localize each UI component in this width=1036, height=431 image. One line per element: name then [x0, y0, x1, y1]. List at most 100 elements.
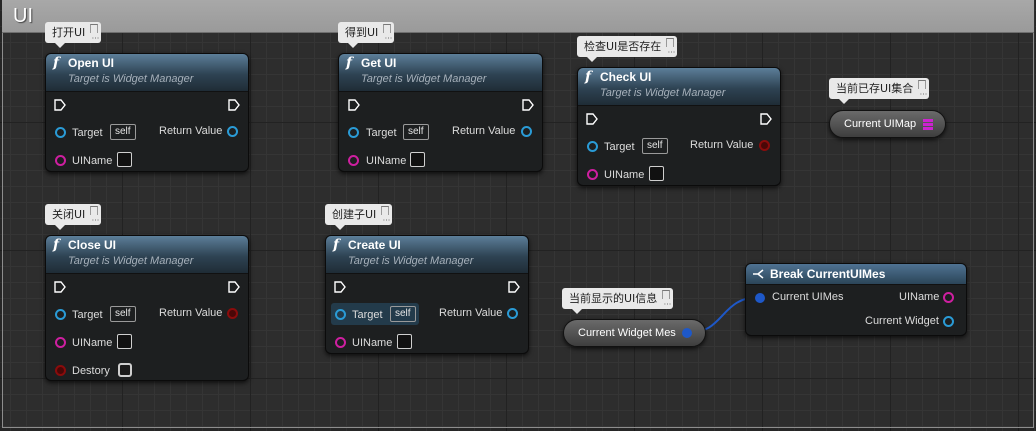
struct-in-pin[interactable]: [755, 293, 765, 303]
target-pin[interactable]: [587, 141, 598, 152]
target-pin[interactable]: [55, 309, 66, 320]
return-value-pin[interactable]: [227, 126, 238, 137]
node-header[interactable]: f Check UI Target is Widget Manager: [578, 68, 780, 106]
pin-icon[interactable]: [918, 80, 927, 89]
function-icon: f: [333, 237, 340, 253]
node-header[interactable]: f Create UI Target is Widget Manager: [326, 236, 528, 274]
bubble-text: 检查UI是否存在: [584, 40, 662, 53]
comment-bubble-get-ui[interactable]: 得到UI ···: [338, 22, 395, 48]
uiname-input[interactable]: [397, 334, 412, 349]
bubble-text: 当前显示的UI信息: [569, 292, 658, 305]
exec-out-pin[interactable]: [760, 113, 772, 125]
more-icon: ···: [91, 34, 100, 43]
self-value[interactable]: self: [642, 138, 668, 154]
return-value-pin[interactable]: [507, 308, 518, 319]
node-header[interactable]: Break CurrentUIMes: [746, 264, 966, 285]
bubble-text: 得到UI: [345, 26, 379, 39]
return-value-label: Return Value: [452, 125, 516, 137]
comment-bubble-open-ui[interactable]: 打开UI ···: [45, 22, 102, 48]
variable-current-uimap[interactable]: Current UIMap: [829, 110, 946, 138]
node-subtitle: Target is Widget Manager: [600, 87, 726, 99]
node-close-ui[interactable]: f Close UI Target is Widget Manager Targ…: [45, 235, 249, 381]
pin-icon[interactable]: [662, 290, 671, 299]
uiname-input[interactable]: [410, 152, 425, 167]
struct-out-pin[interactable]: [682, 328, 692, 338]
self-value[interactable]: self: [390, 306, 416, 322]
uiname-input[interactable]: [117, 152, 132, 167]
target-row-highlight: [331, 303, 419, 325]
node-header[interactable]: f Get UI Target is Widget Manager: [339, 54, 542, 92]
destroy-checkbox[interactable]: [118, 363, 132, 377]
bubble-text: 关闭UI: [52, 208, 86, 221]
uiname-label: UIName: [72, 155, 113, 167]
target-label: Target: [72, 127, 103, 139]
node-create-ui[interactable]: f Create UI Target is Widget Manager Tar…: [325, 235, 529, 354]
pin-icon[interactable]: [90, 206, 99, 215]
return-value-pin[interactable]: [521, 126, 532, 137]
exec-in-pin[interactable]: [54, 281, 66, 293]
uiname-pin[interactable]: [55, 155, 66, 166]
exec-in-pin[interactable]: [586, 113, 598, 125]
comment-bubble-close-ui[interactable]: 关闭UI ···: [45, 204, 102, 230]
self-value[interactable]: self: [403, 124, 429, 140]
exec-out-pin[interactable]: [228, 99, 240, 111]
uiname-output-label: UIName: [899, 291, 940, 303]
current-widget-output-pin[interactable]: [943, 316, 954, 327]
exec-in-pin[interactable]: [334, 281, 346, 293]
node-title: Break CurrentUIMes: [770, 267, 886, 281]
bubble-text: 当前已存UI集合: [836, 82, 914, 95]
destroy-pin[interactable]: [55, 365, 66, 376]
pin-icon[interactable]: [383, 24, 392, 33]
self-value[interactable]: self: [110, 306, 136, 322]
node-header[interactable]: f Open UI Target is Widget Manager: [46, 54, 248, 92]
uiname-output-pin[interactable]: [943, 292, 954, 303]
node-header[interactable]: f Close UI Target is Widget Manager: [46, 236, 248, 274]
more-icon: ···: [667, 48, 676, 57]
return-value-pin[interactable]: [759, 140, 770, 151]
target-pin[interactable]: [55, 127, 66, 138]
node-get-ui[interactable]: f Get UI Target is Widget Manager Target…: [338, 53, 543, 172]
node-subtitle: Target is Widget Manager: [68, 73, 194, 85]
uiname-input[interactable]: [649, 166, 664, 181]
variable-label: Current Widget Mes: [578, 327, 676, 339]
node-open-ui[interactable]: f Open UI Target is Widget Manager Targe…: [45, 53, 249, 172]
uiname-pin[interactable]: [348, 155, 359, 166]
exec-out-pin[interactable]: [228, 281, 240, 293]
more-icon: ···: [382, 216, 391, 225]
target-pin[interactable]: [348, 127, 359, 138]
node-title: Create UI: [348, 238, 401, 252]
uiname-pin[interactable]: [587, 169, 598, 180]
map-pin-icon[interactable]: [923, 119, 933, 131]
comment-bubble-current-map[interactable]: 当前已存UI集合 ···: [829, 78, 930, 104]
pin-icon[interactable]: [381, 206, 390, 215]
uiname-pin[interactable]: [55, 337, 66, 348]
more-icon: ···: [663, 300, 672, 309]
node-subtitle: Target is Widget Manager: [361, 73, 487, 85]
exec-out-pin[interactable]: [508, 281, 520, 293]
function-icon: f: [53, 237, 60, 253]
pin-icon[interactable]: [90, 24, 99, 33]
comment-bubble-create-ui[interactable]: 创建子UI ···: [325, 204, 393, 230]
target-label: Target: [72, 309, 103, 321]
function-icon: f: [346, 55, 353, 71]
self-value[interactable]: self: [110, 124, 136, 140]
exec-in-pin[interactable]: [54, 99, 66, 111]
return-value-pin[interactable]: [227, 308, 238, 319]
uiname-input[interactable]: [117, 334, 132, 349]
destroy-label: Destory: [72, 365, 110, 377]
node-break-current-uimes[interactable]: Break CurrentUIMes Current UIMes UIName …: [745, 263, 967, 336]
node-check-ui[interactable]: f Check UI Target is Widget Manager Targ…: [577, 67, 781, 186]
target-label: Target: [604, 141, 635, 153]
variable-label: Current UIMap: [844, 118, 917, 130]
exec-out-pin[interactable]: [522, 99, 534, 111]
comment-header[interactable]: UI: [2, 0, 1034, 33]
uiname-pin[interactable]: [335, 337, 346, 348]
variable-current-widget-mes[interactable]: Current Widget Mes: [563, 319, 706, 347]
comment-bubble-check-ui[interactable]: 检查UI是否存在 ···: [577, 36, 678, 62]
exec-in-pin[interactable]: [348, 99, 360, 111]
comment-bubble-current-widget[interactable]: 当前显示的UI信息 ···: [562, 288, 674, 314]
current-widget-output-label: Current Widget: [865, 315, 939, 327]
pin-icon[interactable]: [666, 38, 675, 47]
target-pin[interactable]: [335, 309, 346, 320]
